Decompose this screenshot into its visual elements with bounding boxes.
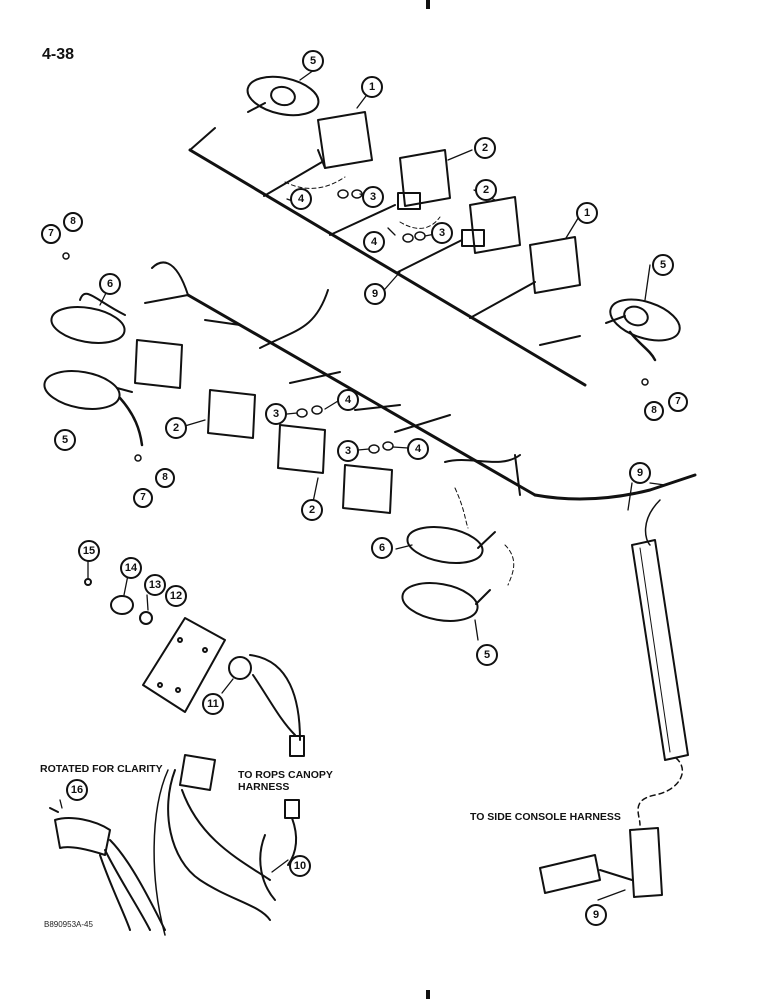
callout-5: 5: [652, 254, 674, 276]
washers: [62, 189, 649, 462]
registration-mark-bottom: [426, 990, 430, 999]
callout-9: 9: [629, 462, 651, 484]
callout-2: 2: [475, 179, 497, 201]
callout-6: 6: [371, 537, 393, 559]
callout-5: 5: [54, 429, 76, 451]
callout-9: 9: [585, 904, 607, 926]
callout-4: 4: [337, 389, 359, 411]
rops-harness: [49, 754, 300, 936]
callout-3: 3: [265, 403, 287, 425]
callout-8: 8: [644, 401, 664, 421]
callout-4: 4: [290, 188, 312, 210]
callout-1: 1: [576, 202, 598, 224]
callout-10: 10: [289, 855, 311, 877]
callout-2: 2: [301, 499, 323, 521]
callout-4: 4: [363, 231, 385, 253]
page-number: 4-38: [42, 46, 75, 63]
side-console-channel: [539, 499, 689, 898]
front-oval-lamps: [43, 306, 657, 622]
callout-3: 3: [362, 186, 384, 208]
callout-12: 12: [165, 585, 187, 607]
rops-note-line1: TO ROPS CANOPY: [238, 769, 333, 781]
callout-11: 11: [202, 693, 224, 715]
front-harness: [79, 261, 697, 501]
callout-2: 2: [165, 417, 187, 439]
callout-7: 7: [133, 488, 153, 508]
figure-code: B890953A-45: [44, 920, 93, 929]
registration-mark-top: [426, 0, 430, 9]
callout-6: 6: [99, 273, 121, 295]
callout-4: 4: [407, 438, 429, 460]
switch-assembly: [84, 578, 305, 757]
callout-8: 8: [155, 468, 175, 488]
callout-3: 3: [431, 222, 453, 244]
rear-oval-lamps: [246, 75, 681, 342]
callout-8: 8: [63, 212, 83, 232]
rops-note-line2: HARNESS: [238, 781, 290, 793]
callout-1: 1: [361, 76, 383, 98]
callout-15: 15: [78, 540, 100, 562]
front-work-lamps: [134, 339, 393, 514]
callout-2: 2: [474, 137, 496, 159]
callout-5: 5: [302, 50, 324, 72]
rear-work-lamps: [317, 111, 581, 294]
callout-7: 7: [668, 392, 688, 412]
callout-13: 13: [144, 574, 166, 596]
rotated-note: ROTATED FOR CLARITY: [40, 763, 163, 775]
callout-3: 3: [337, 440, 359, 462]
side-console-note: TO SIDE CONSOLE HARNESS: [470, 811, 621, 823]
rear-harness: [188, 127, 587, 387]
callout-9: 9: [364, 283, 386, 305]
callout-5: 5: [476, 644, 498, 666]
callout-16: 16: [66, 779, 88, 801]
callout-14: 14: [120, 557, 142, 579]
callout-7: 7: [41, 224, 61, 244]
